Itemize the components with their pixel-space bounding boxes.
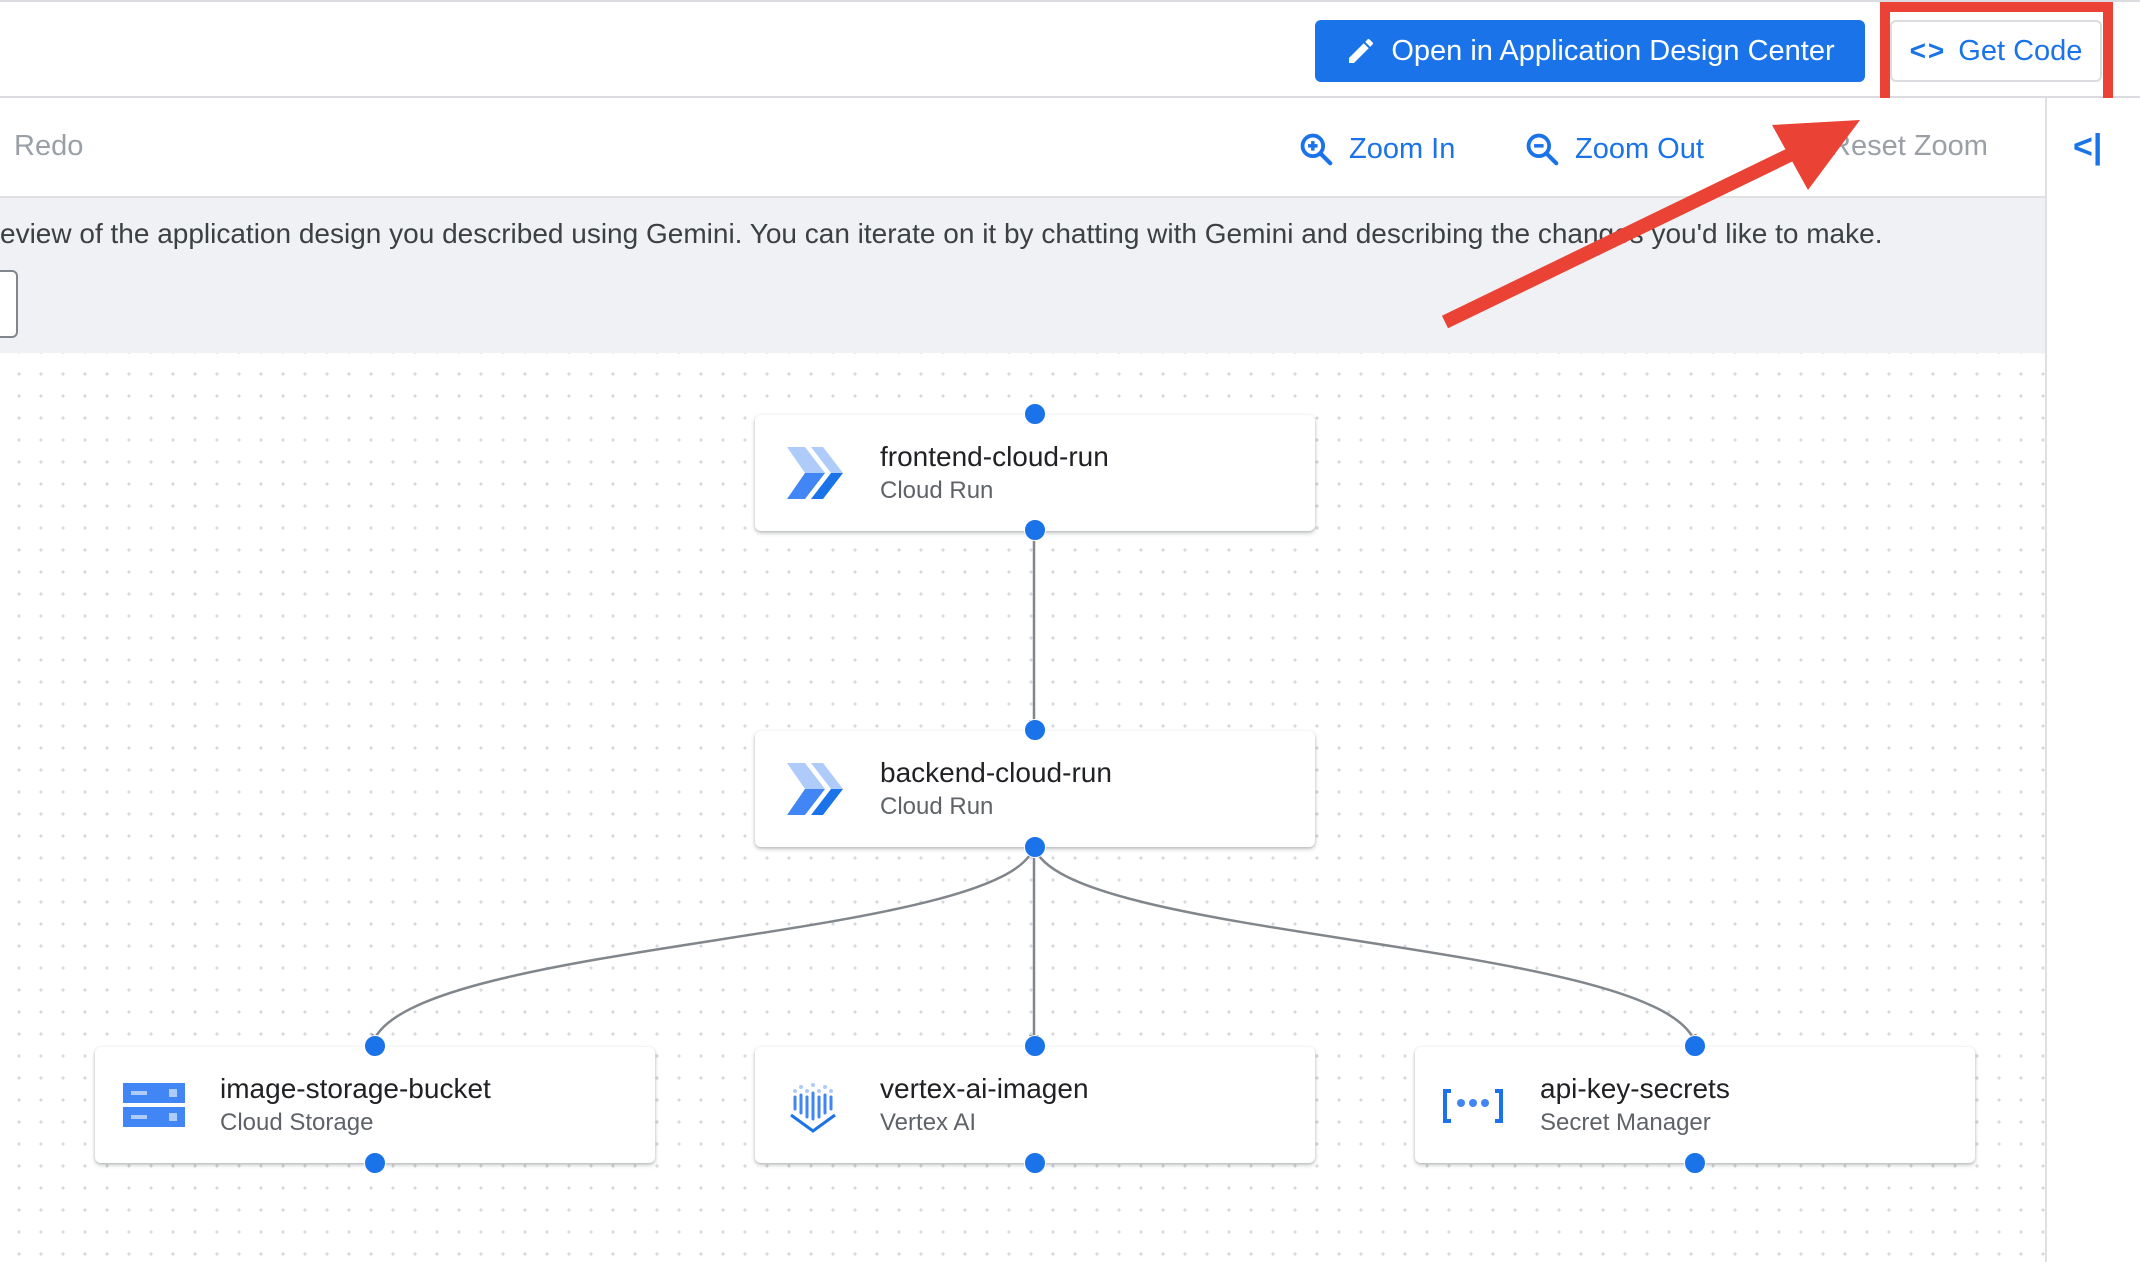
get-code-button[interactable]: <> Get Code: [1890, 20, 2102, 82]
port-vertex-bottom[interactable]: [1024, 1152, 1046, 1174]
banner-text: eview of the application design you desc…: [0, 218, 1883, 249]
port-secrets-bottom[interactable]: [1684, 1152, 1706, 1174]
zoom-in-label: Zoom In: [1349, 132, 1456, 165]
node-title: frontend-cloud-run: [880, 441, 1109, 472]
vertex-ai-icon: [790, 1083, 836, 1133]
node-title: vertex-ai-imagen: [880, 1073, 1089, 1104]
node-subtitle: Vertex AI: [880, 1109, 977, 1136]
open-adc-label: Open in Application Design Center: [1391, 34, 1835, 67]
node-title: api-key-secrets: [1540, 1073, 1730, 1104]
secret-manager-icon: [1443, 1089, 1503, 1123]
port-backend-bottom[interactable]: [1024, 836, 1046, 858]
zoom-out-button[interactable]: Zoom Out: [1523, 130, 1704, 168]
pencil-icon: [1349, 38, 1374, 63]
node-title: backend-cloud-run: [880, 757, 1112, 788]
node-frontend-cloud-run[interactable]: frontend-cloud-run Cloud Run: [755, 415, 1315, 531]
cloud-run-icon: [787, 763, 843, 815]
get-code-label: Get Code: [1958, 34, 2083, 67]
node-subtitle: Cloud Run: [880, 477, 994, 504]
reset-zoom-label: Reset Zoom: [1830, 130, 1988, 162]
redo-button[interactable]: Redo: [14, 130, 83, 163]
port-frontend-top[interactable]: [1024, 403, 1046, 425]
port-secrets-top[interactable]: [1684, 1035, 1706, 1057]
open-in-application-design-center-button[interactable]: Open in Application Design Center: [1315, 20, 1865, 82]
port-storage-top[interactable]: [364, 1035, 386, 1057]
node-subtitle: Cloud Storage: [220, 1109, 374, 1136]
node-backend-cloud-run[interactable]: backend-cloud-run Cloud Run: [755, 731, 1315, 847]
node-api-key-secrets[interactable]: api-key-secrets Secret Manager: [1415, 1047, 1975, 1163]
zoom-in-button[interactable]: Zoom In: [1297, 130, 1455, 168]
redo-label: Redo: [14, 130, 84, 162]
node-image-storage-bucket[interactable]: image-storage-bucket Cloud Storage: [95, 1047, 655, 1163]
cloud-run-icon: [787, 447, 843, 499]
node-subtitle: Cloud Run: [880, 793, 994, 820]
cloud-storage-icon: [123, 1083, 185, 1127]
node-title: image-storage-bucket: [220, 1073, 491, 1104]
zoom-in-icon: [1300, 133, 1333, 166]
banner-button[interactable]: [0, 270, 18, 338]
code-brackets-icon: <>: [1909, 35, 1947, 66]
zoom-out-icon: [1526, 133, 1559, 166]
reset-zoom-button[interactable]: Reset Zoom: [1830, 130, 1988, 163]
node-vertex-ai-imagen[interactable]: vertex-ai-imagen Vertex AI: [755, 1047, 1315, 1163]
side-panel-strip: <|: [2045, 98, 2140, 1262]
port-backend-top[interactable]: [1024, 719, 1046, 741]
port-frontend-bottom[interactable]: [1024, 519, 1046, 541]
port-storage-bottom[interactable]: [364, 1152, 386, 1174]
zoom-out-label: Zoom Out: [1575, 132, 1704, 165]
info-banner: eview of the application design you desc…: [0, 198, 2045, 353]
port-vertex-top[interactable]: [1024, 1035, 1046, 1057]
node-subtitle: Secret Manager: [1540, 1109, 1711, 1136]
top-header: Open in Application Design Center <> Get…: [0, 0, 2140, 98]
collapse-panel-icon[interactable]: <|: [2073, 128, 2103, 166]
canvas-toolbar: Redo Zoom In Zoom Out Reset Zoom: [0, 98, 2045, 198]
